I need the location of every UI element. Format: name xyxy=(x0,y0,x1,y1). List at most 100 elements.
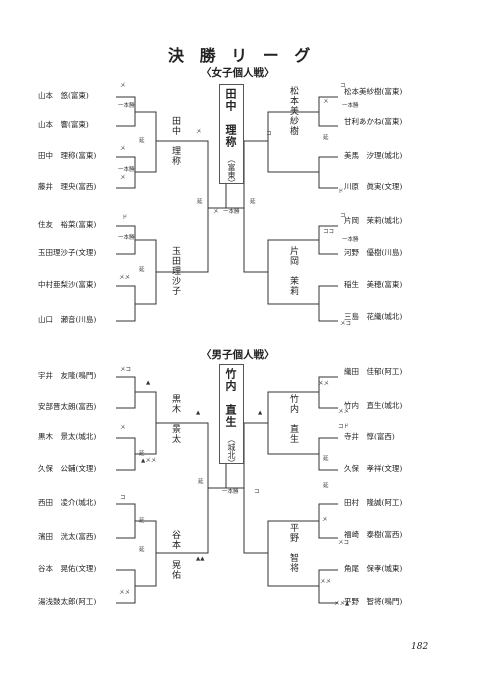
women-ippon-1: 一本勝 xyxy=(118,103,135,109)
women-right-entrant-8: 三島 花織(城北) xyxy=(344,312,403,321)
men-ippon-final: 一本勝 xyxy=(222,489,239,495)
women-right-entrant-1: 松本美紗樹(富東) xyxy=(344,87,403,96)
women-left-entrant-1: 山本 悠(富東) xyxy=(38,91,89,100)
men-champion-box: 竹内 直生 （城北） xyxy=(219,364,244,467)
men-right-entrant-2: 竹内 直生(城北) xyxy=(344,401,403,410)
women-left-entrant-8: 山口 瀬音(川島) xyxy=(38,315,97,324)
men-en-1: 延 xyxy=(139,451,145,457)
women-en-3: 延 xyxy=(197,199,203,205)
women-mark-9: コ xyxy=(340,83,346,89)
women-ippon-final: 一本勝 xyxy=(223,209,240,215)
page-title: 決 勝 リ ー グ xyxy=(168,46,316,65)
men-left-entrant-7: 谷本 晃佑(文理) xyxy=(38,564,97,573)
men-mark-11: メメ xyxy=(318,381,330,387)
men-en-4: 延 xyxy=(198,479,204,485)
men-mark-13: コド xyxy=(338,424,350,430)
women-mark-11: ド xyxy=(338,189,344,195)
women-semi-right-1: 松本美紗樹 xyxy=(288,86,298,136)
women-heading: 〈女子個人戦〉 xyxy=(201,67,275,79)
men-semi-left-2: 谷本 晃佑 xyxy=(170,530,180,580)
page-number: 182 xyxy=(411,642,429,652)
men-right-entrant-4: 久保 孝祥(文理) xyxy=(344,464,403,473)
women-right-entrant-5: 片岡 茉莉(城北) xyxy=(344,216,403,225)
men-mark-14: メ xyxy=(322,517,328,523)
men-left-entrant-3: 黒木 景太(城北) xyxy=(38,432,97,441)
men-mark-10: ▲ xyxy=(258,410,263,416)
men-right-entrant-7: 角尾 保孝(城東) xyxy=(344,564,403,573)
men-semi-left-1: 黒木 景太 xyxy=(170,394,180,444)
women-en-2: 延 xyxy=(139,267,145,273)
women-mark-1: メ xyxy=(120,83,126,89)
women-semi-left-1: 田中 理称 xyxy=(170,116,180,166)
women-right-entrant-4: 川原 眞実(文理) xyxy=(344,182,403,191)
men-mark-17: メメ▲ xyxy=(334,601,350,607)
women-mark-6: メメ xyxy=(119,275,131,281)
women-left-entrant-5: 住友 裕菜(富東) xyxy=(38,220,97,229)
women-right-entrant-3: 美馬 汐理(城北) xyxy=(344,151,403,160)
women-champion-school: （富東） xyxy=(227,155,236,187)
men-en-2: 延 xyxy=(139,518,145,524)
women-en-1: 延 xyxy=(139,138,145,144)
men-en-5: 延 xyxy=(323,456,329,462)
men-mark-5: ▲ xyxy=(196,410,201,416)
men-semi-right-2: 平野 智将 xyxy=(288,523,298,573)
women-ippon-4: 一本勝 xyxy=(342,103,359,109)
men-mark-1: メコ xyxy=(120,367,132,373)
men-right-entrant-6: 福崎 泰樹(富西) xyxy=(344,530,403,539)
women-left-entrant-6: 玉田理沙子(文理) xyxy=(38,248,97,257)
men-left-entrant-6: 濱田 洸太(富西) xyxy=(38,532,97,541)
women-mark-13: ココ xyxy=(323,229,335,235)
women-mark-3: メ xyxy=(120,175,126,181)
women-mark-7: メ xyxy=(213,209,219,215)
men-mark-4: ▲メメ xyxy=(141,458,157,464)
women-right-entrant-7: 稲生 美穂(富東) xyxy=(344,280,403,289)
women-en-5: 延 xyxy=(323,135,329,141)
women-mark-4: メ xyxy=(196,129,202,135)
men-champion-school: （城北） xyxy=(227,435,236,467)
men-heading: 〈男子個人戦〉 xyxy=(201,349,275,361)
men-right-entrant-3: 寺井 惇(富西) xyxy=(344,432,395,441)
men-left-entrant-5: 西田 凌介(城北) xyxy=(38,498,97,507)
men-semi-right-1: 竹内 直生 xyxy=(288,394,298,444)
women-en-4: 延 xyxy=(250,199,256,205)
men-right-entrant-5: 田村 隆誠(阿工) xyxy=(344,498,403,507)
men-left-entrant-1: 宇井 友隆(鳴門) xyxy=(38,371,97,380)
women-mark-10: メ xyxy=(323,99,329,105)
women-champion-name: 田中 理称 xyxy=(224,88,237,148)
women-ippon-2: 一本勝 xyxy=(118,167,135,173)
women-left-entrant-2: 山本 響(富東) xyxy=(38,120,89,129)
women-right-entrant-2: 甘利あかね(富東) xyxy=(344,117,403,126)
men-right-entrant-1: 織田 佳郁(阿工) xyxy=(344,367,403,376)
women-ippon-5: 一本勝 xyxy=(342,237,359,243)
men-mark-3: メ xyxy=(120,425,126,431)
women-ippon-3: 一本勝 xyxy=(118,235,135,241)
men-mark-16: メメ xyxy=(320,579,332,585)
men-en-3: 延 xyxy=(139,547,145,553)
women-mark-8: コ xyxy=(266,131,272,137)
women-semi-left-2: 玉田理沙子 xyxy=(170,246,180,296)
women-mark-12: コ xyxy=(340,213,346,219)
men-left-entrant-4: 久保 公輔(文理) xyxy=(38,464,97,473)
men-mark-12: メメ xyxy=(338,409,350,415)
women-left-entrant-3: 田中 理称(富東) xyxy=(38,151,97,160)
women-right-entrant-6: 河野 優樹(川島) xyxy=(344,248,403,257)
men-mark-8: ▲▲ xyxy=(196,556,205,562)
men-mark-7: メメ xyxy=(119,590,131,596)
men-mark-9: コ xyxy=(254,489,260,495)
men-left-entrant-8: 湯浅鼓太郎(阿工) xyxy=(38,597,97,606)
men-right-entrant-8: 平野 智将(鳴門) xyxy=(344,597,403,606)
men-champion-name: 竹内 直生 xyxy=(224,368,237,428)
men-left-entrant-2: 安部晋太朗(富西) xyxy=(38,402,97,411)
women-semi-right-2: 片岡 茉莉 xyxy=(288,246,298,296)
men-mark-15: メコ xyxy=(338,540,350,546)
women-left-entrant-4: 藤井 理央(富西) xyxy=(38,182,97,191)
men-en-6: 延 xyxy=(323,483,329,489)
women-champion-box: 田中 理称 （富東） xyxy=(219,84,244,187)
women-mark-14: メコ xyxy=(340,321,352,327)
men-mark-6: コ xyxy=(120,495,126,501)
women-left-entrant-7: 中村亜梨沙(富東) xyxy=(38,280,97,289)
women-mark-5: ド xyxy=(122,215,128,221)
men-mark-2: ▲ xyxy=(146,380,151,386)
